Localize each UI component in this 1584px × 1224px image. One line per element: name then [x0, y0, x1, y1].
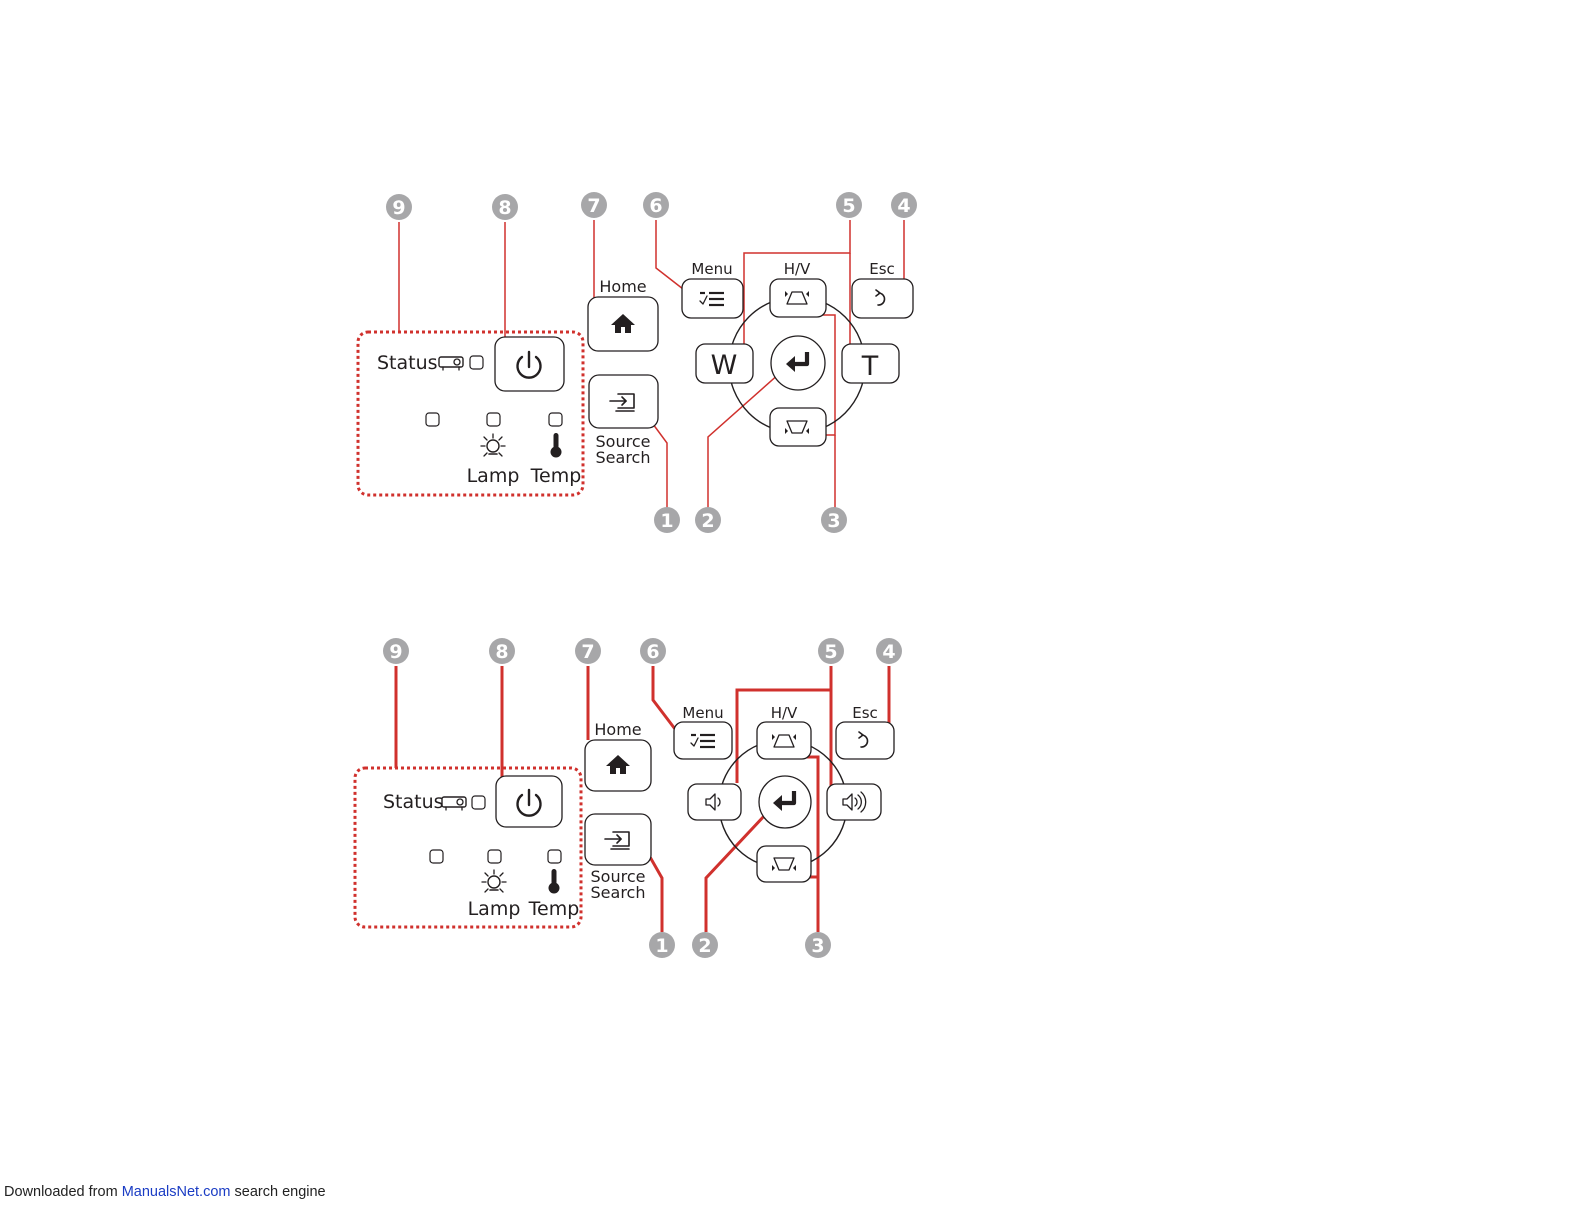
callout-4: 4 [876, 638, 902, 664]
svg-text:5: 5 [842, 195, 855, 217]
callout-9: 9 [383, 638, 409, 664]
thermometer-icon [551, 433, 562, 458]
svg-text:8: 8 [498, 197, 511, 219]
callout-3: 3 [805, 932, 831, 958]
callout-3: 3 [821, 507, 847, 533]
status-indicator [470, 356, 483, 369]
callout-8: 8 [492, 194, 518, 220]
source-label-line2: Search [591, 883, 646, 902]
esc-label: Esc [852, 704, 878, 722]
callout-markers-bottom: 9 8 7 6 5 4 1 2 3 [383, 638, 902, 958]
home-label: Home [594, 720, 641, 739]
callout-4: 4 [891, 192, 917, 218]
projector-icon [439, 357, 463, 370]
enter-button[interactable] [771, 336, 825, 390]
power-button[interactable] [496, 776, 562, 827]
svg-text:7: 7 [581, 641, 594, 663]
esc-button[interactable] [852, 279, 913, 318]
svg-text:4: 4 [882, 641, 895, 663]
temp-indicator [548, 850, 561, 863]
zoom-wide-button[interactable]: W [696, 344, 753, 383]
volume-up-button[interactable] [827, 784, 881, 820]
zoom-tele-button[interactable]: T [842, 344, 899, 383]
menu-button[interactable] [674, 722, 732, 759]
footer: Downloaded from ManualsNet.com search en… [4, 1184, 326, 1200]
diagram-top: Status Lamp Temp Home Source Search [358, 192, 917, 533]
lamp-indicator [487, 413, 500, 426]
home-button[interactable] [585, 740, 651, 791]
status-label: Status [377, 352, 438, 374]
lamp-indicator [488, 850, 501, 863]
footer-suffix: search engine [235, 1184, 326, 1200]
indicator [426, 413, 439, 426]
diagram-bottom: Status Lamp Temp Home Source Search Menu [355, 638, 902, 958]
callout-1: 1 [649, 932, 675, 958]
keystone-up-button[interactable] [770, 279, 826, 317]
menu-label: Menu [682, 704, 723, 722]
lamp-icon [481, 434, 505, 456]
temp-label: Temp [528, 898, 580, 920]
keystone-up-button[interactable] [757, 722, 811, 759]
keystone-down-button[interactable] [757, 846, 811, 882]
home-button[interactable] [588, 297, 658, 351]
hv-label: H/V [784, 260, 811, 278]
svg-text:3: 3 [811, 935, 824, 957]
callout-1: 1 [654, 507, 680, 533]
source-search-button[interactable] [589, 375, 658, 428]
callout-7: 7 [581, 192, 607, 218]
callout-7: 7 [575, 638, 601, 664]
svg-text:1: 1 [660, 510, 673, 532]
svg-text:7: 7 [587, 195, 600, 217]
source-search-button[interactable] [585, 814, 651, 865]
temp-label: Temp [530, 465, 582, 487]
projector-icon [442, 797, 466, 810]
svg-text:1: 1 [655, 935, 668, 957]
callout-2: 2 [692, 932, 718, 958]
svg-text:2: 2 [701, 510, 714, 532]
lamp-label: Lamp [467, 465, 520, 487]
thermometer-icon [549, 869, 560, 894]
wide-label: W [711, 350, 738, 381]
svg-text:2: 2 [698, 935, 711, 957]
menu-label: Menu [691, 260, 732, 278]
svg-text:4: 4 [897, 195, 910, 217]
callout-8: 8 [489, 638, 515, 664]
callout-2: 2 [695, 507, 721, 533]
svg-text:8: 8 [495, 641, 508, 663]
callout-9: 9 [386, 194, 412, 220]
volume-down-button[interactable] [688, 784, 741, 820]
tele-label: T [861, 351, 879, 382]
hv-label: H/V [771, 704, 798, 722]
svg-text:3: 3 [827, 510, 840, 532]
callout-6: 6 [643, 192, 669, 218]
svg-text:9: 9 [392, 197, 405, 219]
manualsnet-link[interactable]: ManualsNet.com [122, 1184, 231, 1200]
callout-5: 5 [836, 192, 862, 218]
keystone-down-button[interactable] [770, 408, 826, 446]
esc-button[interactable] [836, 722, 894, 759]
esc-label: Esc [869, 260, 895, 278]
temp-indicator [549, 413, 562, 426]
footer-prefix: Downloaded from [4, 1184, 118, 1200]
svg-text:9: 9 [389, 641, 402, 663]
menu-button[interactable] [682, 279, 743, 318]
source-label-line2: Search [596, 448, 651, 467]
svg-text:6: 6 [649, 195, 662, 217]
svg-text:5: 5 [824, 641, 837, 663]
svg-text:6: 6 [646, 641, 659, 663]
callout-5: 5 [818, 638, 844, 664]
status-indicator [472, 796, 485, 809]
lamp-label: Lamp [468, 898, 521, 920]
lamp-icon [482, 870, 506, 892]
power-button[interactable] [495, 337, 564, 391]
home-label: Home [599, 277, 646, 296]
status-label: Status [383, 791, 444, 813]
enter-button[interactable] [759, 776, 811, 828]
callout-6: 6 [640, 638, 666, 664]
indicator [430, 850, 443, 863]
